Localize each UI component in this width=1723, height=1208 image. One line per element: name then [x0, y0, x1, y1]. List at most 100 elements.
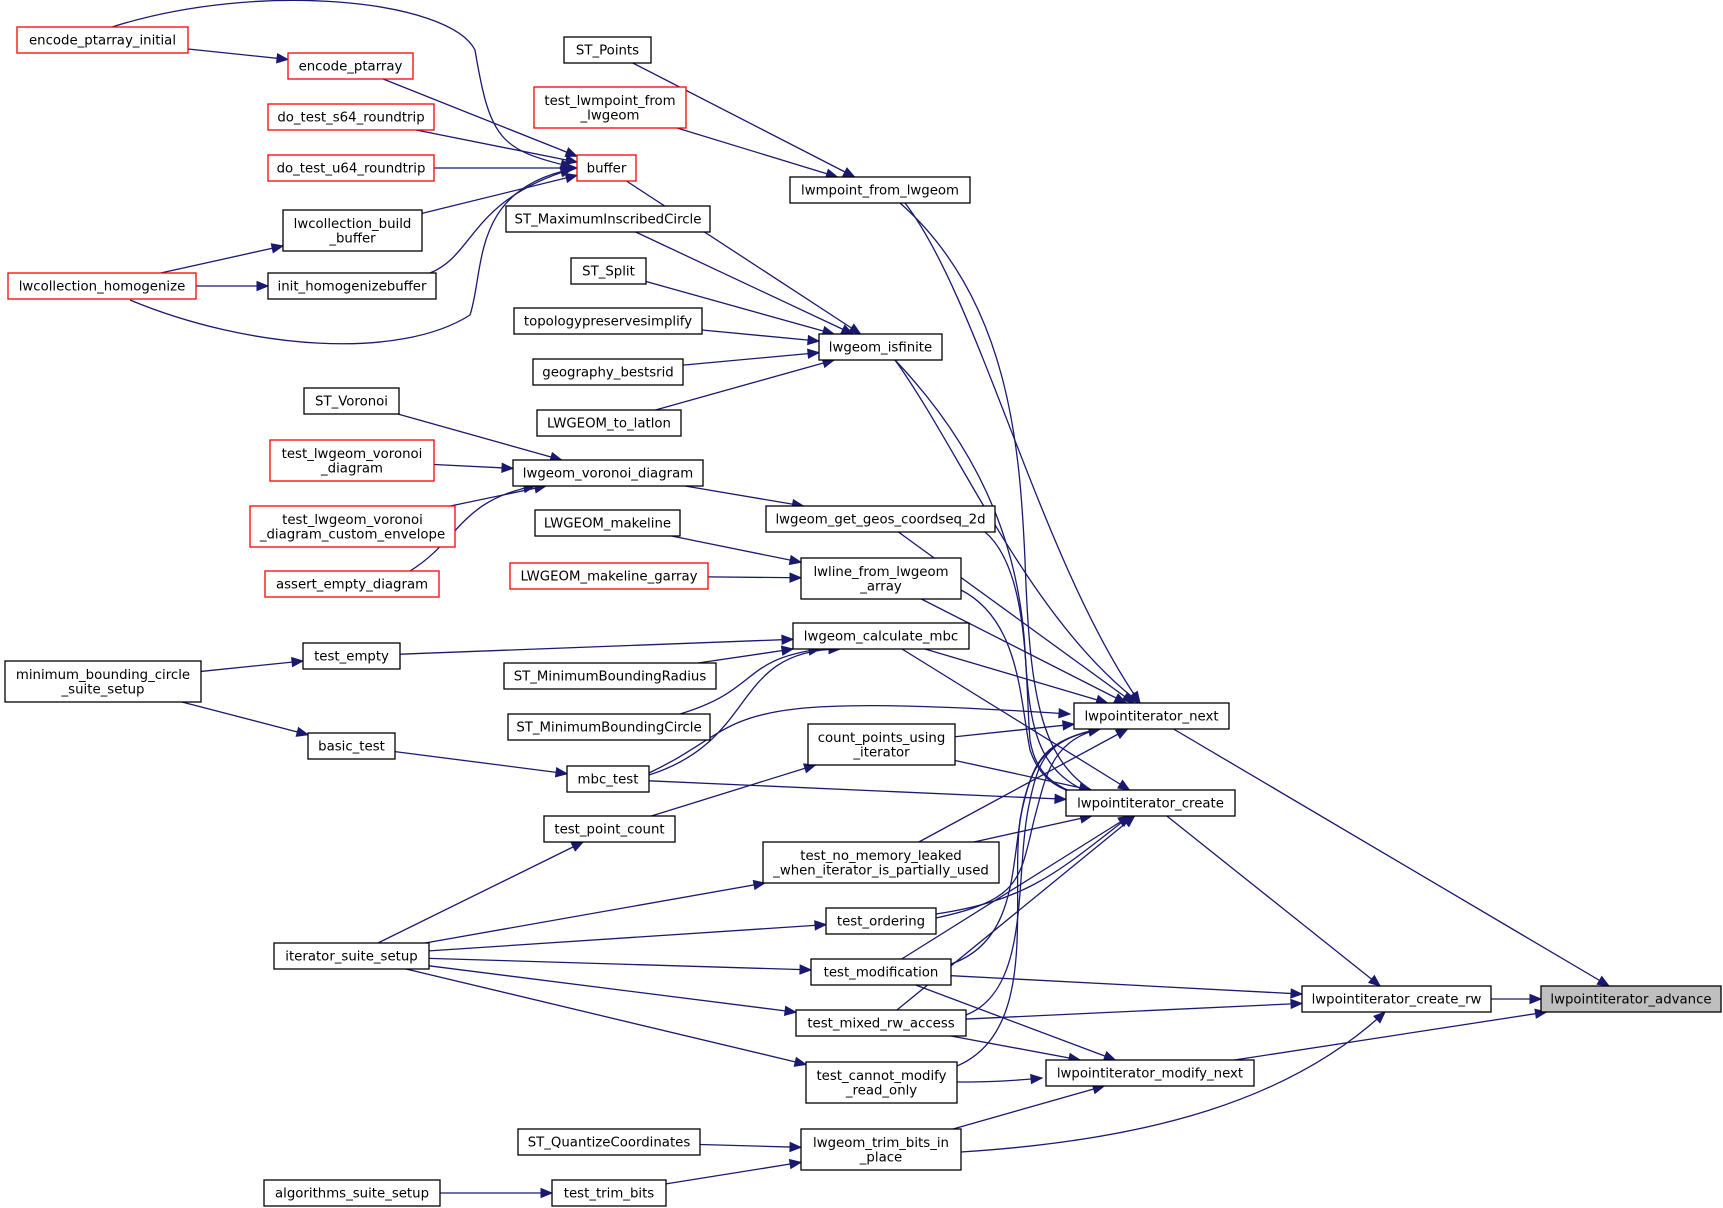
node-label: algorithms_suite_setup	[275, 1187, 429, 1202]
node-lwgeom-voronoi-diagram[interactable]: lwgeom_voronoi_diagram	[512, 459, 704, 487]
node-test-lwgeom-voronoi-diagram[interactable]: test_lwgeom_voronoi_diagram	[269, 439, 435, 482]
edge-stquant-to-trimbits	[699, 1141, 803, 1153]
node-box	[16, 26, 189, 54]
node-label: test_cannot_modify	[816, 1069, 946, 1084]
node-count-points-using-iterator[interactable]: count_points_using_iterator	[807, 723, 956, 766]
node-test-mixed-rw-access[interactable]: test_mixed_rw_access	[795, 1009, 967, 1037]
node-topologypreservesimplify[interactable]: topologypreservesimplify	[513, 307, 703, 335]
node-box	[4, 660, 202, 703]
node-label: lwgeom_voronoi_diagram	[523, 467, 693, 482]
node-lwpointiterator-advance[interactable]: lwpointiterator_advance	[1540, 985, 1722, 1013]
edge-count-to-next	[954, 720, 1076, 738]
edge-itersuite-to-pointcount	[377, 841, 585, 944]
node-lwpointiterator-create[interactable]: lwpointiterator_create	[1065, 789, 1236, 817]
node-label: ST_Voronoi	[315, 395, 388, 410]
node-st-maximuminscribedcircle[interactable]: ST_MaximumInscribedCircle	[505, 205, 711, 233]
edge-next-to-advance	[1173, 728, 1611, 987]
node-box	[505, 205, 711, 233]
node-st-quantizecoordinates[interactable]: ST_QuantizeCoordinates	[517, 1128, 701, 1156]
node-label: _array	[859, 579, 902, 594]
node-test-empty[interactable]: test_empty	[302, 642, 401, 670]
node-lwcollection-homogenize[interactable]: lwcollection_homogenize	[7, 272, 197, 300]
node-lwpointiterator-create-rw[interactable]: lwpointiterator_create_rw	[1301, 985, 1492, 1013]
edge-create_rw-to-advance	[1491, 993, 1543, 1005]
node-box	[800, 1128, 962, 1171]
node-box	[1065, 789, 1236, 817]
node-label: lwgeom_trim_bits_in	[813, 1136, 949, 1151]
node-do-test-s64-roundtrip[interactable]: do_test_s64_roundtrip	[267, 103, 435, 131]
node-lwline-from-lwgeom-array[interactable]: lwline_from_lwgeom_array	[800, 557, 962, 600]
edge-algsuite-to-testtrim	[440, 1187, 554, 1199]
node-algorithms-suite-setup[interactable]: algorithms_suite_setup	[263, 1179, 441, 1207]
node-iterator-suite-setup[interactable]: iterator_suite_setup	[273, 942, 430, 970]
node-test-no-memory-leaked-when-iterator-is-partially-used[interactable]: test_no_memory_leaked_when_iterator_is_p…	[762, 841, 1000, 884]
edge-s64-to-buffer	[415, 129, 579, 166]
node-lwgeom-to-latlon[interactable]: LWGEOM_to_latlon	[536, 409, 682, 437]
node-lwgeom-trim-bits-in-place[interactable]: lwgeom_trim_bits_in_place	[800, 1128, 962, 1171]
node-do-test-u64-roundtrip[interactable]: do_test_u64_roundtrip	[267, 154, 435, 182]
node-st-points[interactable]: ST_Points	[563, 36, 652, 64]
node-geography-bestsrid[interactable]: geography_bestsrid	[532, 358, 684, 386]
node-label: ST_MaximumInscribedCircle	[515, 213, 702, 228]
node-lwgeom-get-geos-coordseq-2d[interactable]: lwgeom_get_geos_coordseq_2d	[765, 505, 996, 533]
node-init-homogenizebuffer[interactable]: init_homogenizebuffer	[267, 272, 437, 300]
node-assert-empty-diagram[interactable]: assert_empty_diagram	[264, 570, 440, 598]
node-box	[762, 841, 1000, 884]
edge-mixed-to-create_rw	[965, 998, 1304, 1020]
node-mbc-test[interactable]: mbc_test	[566, 765, 650, 793]
edge-modification-to-create	[901, 815, 1131, 960]
node-lwgeom-makeline-garray[interactable]: LWGEOM_makeline_garray	[509, 562, 709, 590]
node-label: test_lwgeom_voronoi	[282, 513, 423, 528]
node-lwmpoint-from-lwgeom[interactable]: lwmpoint_from_lwgeom	[789, 176, 971, 204]
node-test-ordering[interactable]: test_ordering	[825, 907, 937, 935]
node-lwgeom-calculate-mbc[interactable]: lwgeom_calculate_mbc	[792, 622, 970, 650]
node-label: test_modification	[824, 966, 939, 981]
node-lwgeom-isfinite[interactable]: lwgeom_isfinite	[818, 333, 943, 361]
node-st-voronoi[interactable]: ST_Voronoi	[303, 387, 400, 415]
node-label: _read_only	[845, 1083, 917, 1098]
node-label: lwgeom_calculate_mbc	[804, 630, 958, 645]
node-box	[810, 958, 952, 986]
node-label: encode_ptarray_initial	[29, 34, 176, 49]
node-encode-ptarray-initial[interactable]: encode_ptarray_initial	[16, 26, 189, 54]
node-label: _iterator	[852, 745, 910, 760]
node-test-trim-bits[interactable]: test_trim_bits	[551, 1179, 667, 1207]
node-lwgeom-makeline[interactable]: LWGEOM_makeline	[534, 509, 681, 537]
node-label: lwpointiterator_next	[1084, 710, 1218, 725]
node-minimum-bounding-circle-suite-setup[interactable]: minimum_bounding_circle_suite_setup	[4, 660, 202, 703]
node-label: _buffer	[328, 231, 376, 246]
node-lwpointiterator-modify-next[interactable]: lwpointiterator_modify_next	[1045, 1059, 1255, 1087]
node-box	[563, 36, 652, 64]
node-lwcollection-build-buffer[interactable]: lwcollection_build_buffer	[282, 209, 423, 252]
node-st-split[interactable]: ST_Split	[570, 257, 647, 285]
edge-mbctest-to-next	[648, 704, 1072, 774]
node-lwpointiterator-next[interactable]: lwpointiterator_next	[1073, 702, 1230, 730]
node-box	[1301, 985, 1492, 1013]
node-box	[805, 1061, 958, 1104]
node-label: ST_MinimumBoundingRadius	[514, 670, 707, 685]
node-st-minimumboundingradius[interactable]: ST_MinimumBoundingRadius	[503, 662, 717, 690]
edge-homog-to-inithomog	[196, 280, 270, 292]
node-box	[273, 942, 430, 970]
node-test-modification[interactable]: test_modification	[810, 958, 952, 986]
node-box	[795, 1009, 967, 1037]
nodes-layer: lwpointiterator_advance lwpointiterator_n…	[4, 26, 1722, 1207]
node-st-minimumboundingcircle[interactable]: ST_MinimumBoundingCircle	[507, 713, 711, 741]
node-test-lwmpoint-from-lwgeom[interactable]: test_lwmpoint_from_lwgeom	[533, 86, 687, 129]
edge-count-to-create	[954, 759, 1093, 793]
node-box	[1073, 702, 1230, 730]
node-test-point-count[interactable]: test_point_count	[543, 815, 676, 843]
node-box	[7, 272, 197, 300]
edge-mbc-to-create	[901, 648, 1131, 791]
node-box	[765, 505, 996, 533]
node-buffer[interactable]: buffer	[576, 154, 637, 182]
node-box	[534, 509, 681, 537]
node-test-cannot-modify-read-only[interactable]: test_cannot_modify_read_only	[805, 1061, 958, 1104]
node-encode-ptarray[interactable]: encode_ptarray	[287, 52, 414, 80]
node-label: lwgeom_get_geos_coordseq_2d	[775, 513, 985, 528]
node-test-lwgeom-voronoi-diagram-custom-envelope[interactable]: test_lwgeom_voronoi_diagram_custom_envel…	[249, 505, 456, 548]
node-basic-test[interactable]: basic_test	[307, 732, 396, 760]
edge-trimbits-to-create_rw	[960, 1011, 1386, 1153]
edge-makeline-to-lwline	[671, 535, 803, 566]
node-box	[249, 505, 456, 548]
